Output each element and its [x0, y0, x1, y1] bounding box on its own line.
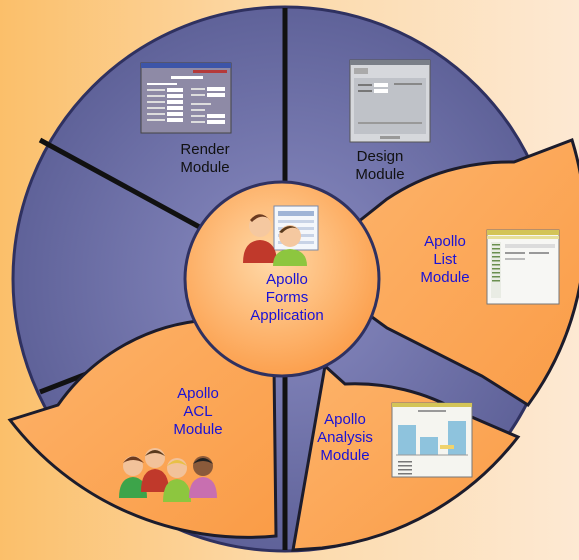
list-label-line-2: List — [433, 251, 457, 268]
list-label-line-3: Module — [420, 269, 470, 286]
analysis-module-label: Apollo Analysis Module — [300, 411, 390, 465]
list-module-label: Apollo List Module — [400, 233, 490, 287]
users-with-form-icon — [243, 205, 319, 266]
acl-label-line-1: Apollo — [177, 385, 219, 402]
render-label-line-2: Module — [180, 159, 230, 176]
center-label-line-3: Application — [250, 307, 324, 324]
design-module-label: Design Module — [330, 148, 430, 184]
render-module-label: Render Module — [150, 141, 260, 177]
acl-module-label: Apollo ACL Module — [153, 385, 243, 439]
render-label-line-1: Render — [180, 141, 230, 158]
center-label-line-1: Apollo — [266, 271, 308, 288]
acl-label-line-2: ACL — [183, 403, 213, 420]
designer-screenshot-thumbnail — [349, 59, 431, 143]
list-screenshot-thumbnail — [486, 229, 560, 305]
bar-chart-screenshot-thumbnail — [391, 402, 473, 478]
list-label-line-1: Apollo — [424, 233, 466, 250]
user-group-icon — [119, 448, 217, 502]
center-hub[interactable] — [183, 180, 381, 378]
form-screenshot-thumbnail — [140, 62, 232, 134]
design-label-line-2: Module — [355, 166, 405, 183]
analysis-label-line-3: Module — [320, 447, 370, 464]
center-label-line-2: Forms — [265, 289, 309, 306]
acl-label-line-3: Module — [173, 421, 223, 438]
design-label-line-1: Design — [356, 148, 404, 165]
analysis-label-line-2: Analysis — [317, 429, 373, 446]
analysis-label-line-1: Apollo — [324, 411, 366, 428]
center-application-label: Apollo Forms Application — [232, 271, 342, 325]
